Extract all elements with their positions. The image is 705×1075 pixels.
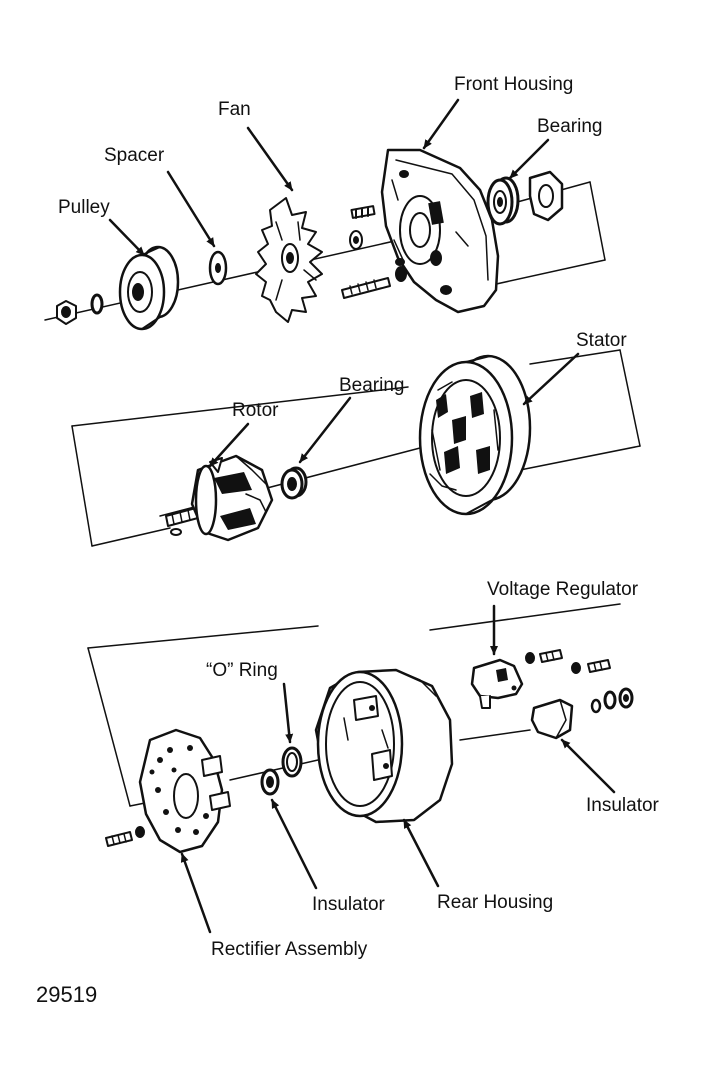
- fan-shape: [255, 197, 323, 323]
- arrow-rotor-bearing: [298, 396, 352, 464]
- figure-number: 29519: [36, 982, 98, 1007]
- label-rotor: Rotor: [232, 400, 279, 421]
- label-bearing-rotor: Bearing: [339, 375, 405, 396]
- front-bearing-shape: [486, 176, 520, 226]
- label-voltage-regulator: Voltage Regulator: [487, 579, 639, 600]
- arrow-stator: [522, 352, 580, 406]
- rear-assembly-group: [87, 603, 634, 854]
- arrow-rectifier-assembly: [180, 852, 212, 934]
- label-pulley: Pulley: [58, 197, 110, 218]
- stator-shape: [418, 354, 532, 516]
- regulator-screw-right-shape: [571, 659, 611, 674]
- label-front-housing: Front Housing: [454, 74, 574, 95]
- arrow-insulator-bottom: [270, 798, 318, 890]
- label-spacer: Spacer: [104, 145, 165, 166]
- arrow-front-housing: [422, 98, 460, 150]
- rectifier-bolt-shape: [105, 826, 145, 847]
- rear-nut-washers-shape: [590, 687, 634, 714]
- label-insulator-right: Insulator: [586, 795, 659, 816]
- front-housing-shape: [380, 148, 500, 314]
- label-rear-housing: Rear Housing: [437, 892, 554, 913]
- pulley-shape: [118, 245, 180, 331]
- label-o-ring: “O” Ring: [206, 660, 278, 681]
- long-bolt-shape: [341, 266, 407, 299]
- front-assembly-group: [44, 148, 606, 331]
- rotor-shape: [165, 454, 274, 542]
- lock-washer-shape: [90, 293, 104, 315]
- o-ring-shape: [281, 746, 303, 778]
- arrow-fan: [246, 126, 294, 192]
- insulator-ring-shape: [260, 768, 280, 796]
- label-fan: Fan: [218, 99, 251, 120]
- spacer-shape: [208, 250, 228, 286]
- label-rectifier-assembly: Rectifier Assembly: [211, 939, 368, 960]
- rectifier-assembly-shape: [138, 728, 231, 854]
- label-stator: Stator: [576, 330, 627, 351]
- screw-top-shape: [350, 205, 376, 219]
- nut-shape: [56, 300, 77, 325]
- arrow-spacer: [166, 170, 216, 248]
- arrow-front-bearing: [508, 138, 550, 180]
- arrow-insulator-right: [560, 738, 616, 794]
- rear-housing-shape: [314, 668, 454, 824]
- insulator-block-shape: [530, 698, 574, 740]
- voltage-regulator-shape: [470, 658, 524, 709]
- rotor-bearing-shape: [280, 466, 308, 500]
- label-bearing-front: Bearing: [537, 116, 603, 137]
- arrow-pulley: [108, 218, 146, 257]
- rotor-stator-group: [71, 349, 641, 547]
- regulator-screw-top-shape: [525, 649, 563, 664]
- arrow-o-ring: [282, 682, 294, 744]
- arrow-rear-housing: [402, 818, 440, 888]
- leader-arrows: [108, 98, 616, 934]
- arrow-rotor: [208, 422, 250, 468]
- small-washer-shape: [349, 230, 363, 250]
- label-insulator-bottom: Insulator: [312, 894, 385, 915]
- retainer-plate-shape: [528, 170, 564, 222]
